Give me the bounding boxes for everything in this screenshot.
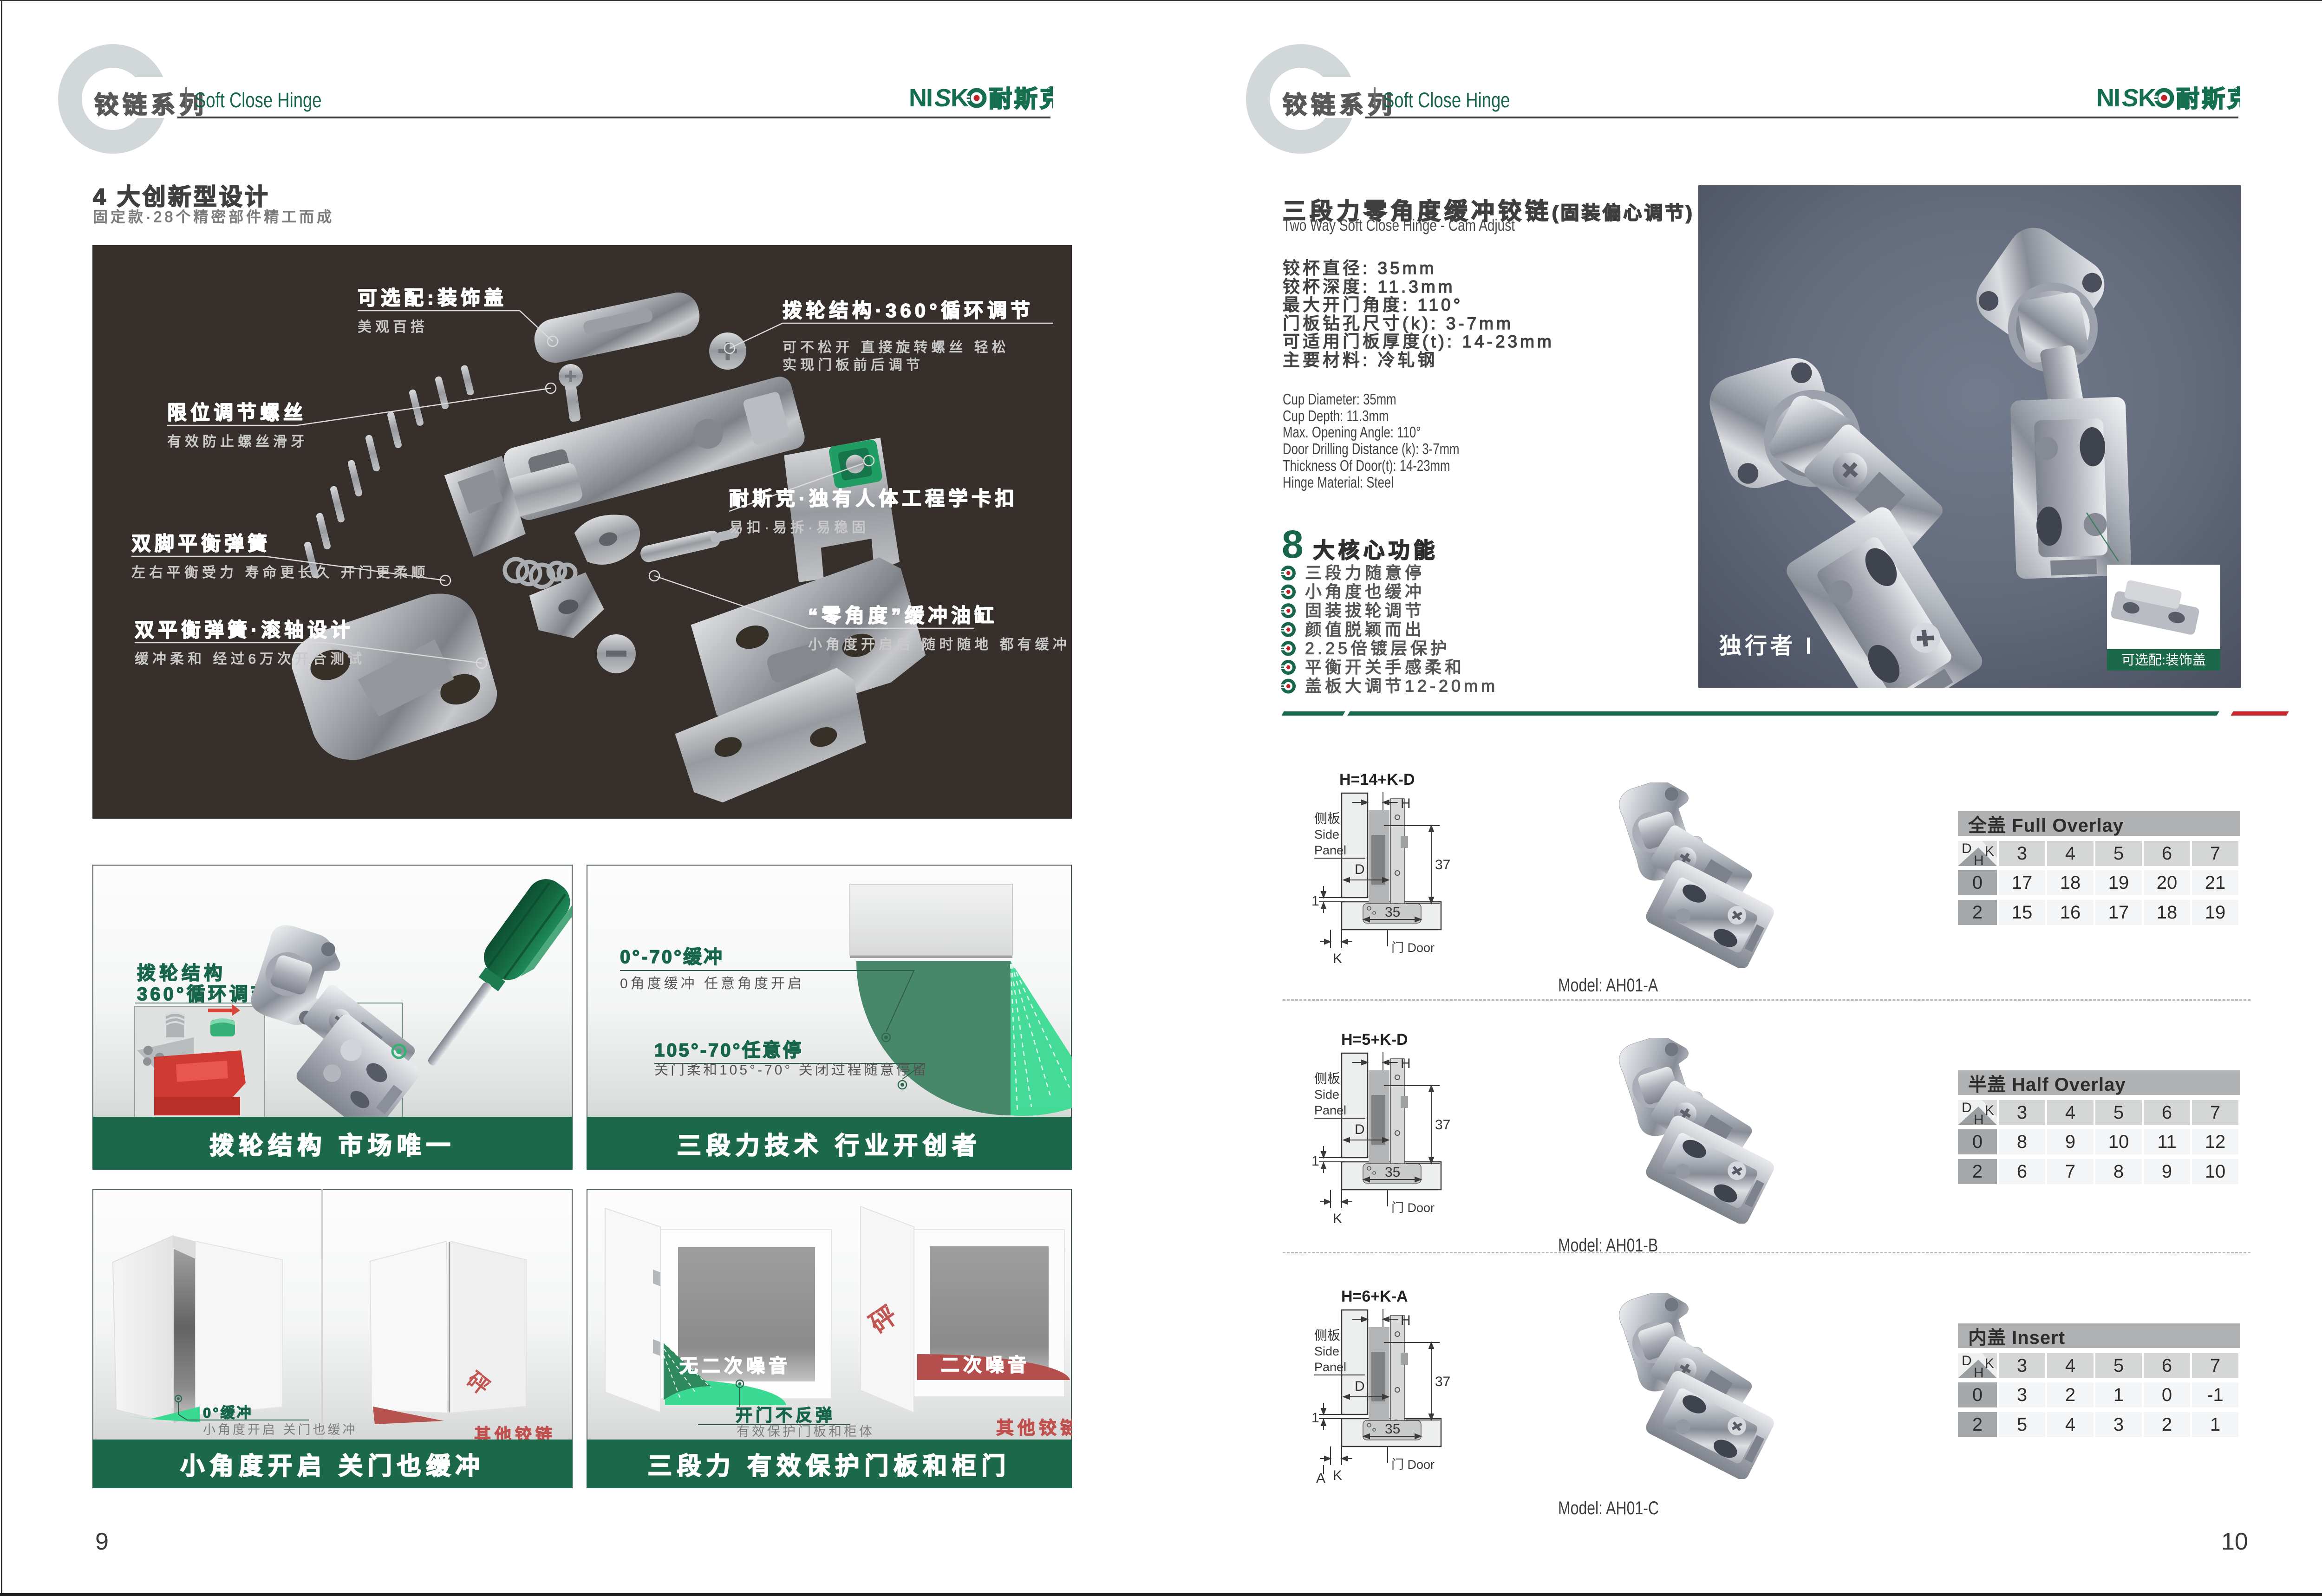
- svg-text:小角度开启 关门也缓冲: 小角度开启 关门也缓冲: [203, 1423, 358, 1437]
- svg-text:K: K: [1985, 1103, 1994, 1118]
- svg-text:H: H: [1974, 1112, 1984, 1125]
- svg-text:H: H: [1974, 853, 1984, 866]
- svg-text:有效防止螺丝滑牙: 有效防止螺丝滑牙: [167, 434, 308, 449]
- svg-text:缓冲柔和 经过6万次开合测试: 缓冲柔和 经过6万次开合测试: [135, 651, 365, 667]
- svg-text:H: H: [1974, 1365, 1984, 1378]
- svg-text:K: K: [1985, 844, 1994, 859]
- svg-text:盖板大调节12-20mm: 盖板大调节12-20mm: [1305, 677, 1498, 696]
- svg-text:三段力随意停: 三段力随意停: [1305, 563, 1425, 582]
- svg-text:小角度开启后 随时随地 都有缓冲: 小角度开启后 随时随地 都有缓冲: [808, 637, 1070, 652]
- svg-text:实现门板前后调节: 实现门板前后调节: [783, 358, 924, 373]
- svg-text:二次噪音: 二次噪音: [941, 1355, 1030, 1375]
- svg-text:NI: NI: [909, 85, 932, 112]
- svg-text:关门柔和105°-70° 关闭过程随意停留: 关门柔和105°-70° 关闭过程随意停留: [654, 1062, 929, 1078]
- svg-text:H=5+K-D: H=5+K-D: [1341, 1031, 1408, 1049]
- svg-text:其他铰链: 其他铰链: [996, 1419, 1072, 1438]
- svg-text:独行者 I: 独行者 I: [1719, 634, 1815, 658]
- svg-text:可选配:装饰盖: 可选配:装饰盖: [2121, 652, 2206, 668]
- svg-text:H=6+K-A: H=6+K-A: [1341, 1288, 1408, 1305]
- svg-text:K: K: [1985, 1356, 1994, 1371]
- svg-text:平衡开关手感柔和: 平衡开关手感柔和: [1305, 658, 1465, 677]
- svg-text:小角度也缓冲: 小角度也缓冲: [1305, 582, 1425, 601]
- svg-text:®: ®: [2234, 86, 2240, 95]
- svg-text:易扣·易拆·易稳固: 易扣·易拆·易稳固: [729, 520, 869, 535]
- svg-text:耐斯克: 耐斯克: [2176, 86, 2240, 112]
- svg-text:D: D: [1962, 1100, 1972, 1115]
- svg-text:左右平衡受力 寿命更长久 开门更柔顺: 左右平衡受力 寿命更长久 开门更柔顺: [131, 565, 429, 580]
- svg-text:无二次噪音: 无二次噪音: [679, 1356, 791, 1376]
- svg-text:K: K: [2138, 85, 2156, 112]
- svg-text:S: S: [2122, 85, 2139, 112]
- svg-text:NI: NI: [2096, 85, 2120, 112]
- svg-text:K: K: [951, 85, 969, 112]
- svg-text:可选配:装饰盖: 可选配:装饰盖: [358, 287, 507, 309]
- svg-text:0°-70°缓冲: 0°-70°缓冲: [620, 947, 724, 967]
- svg-text:美观百搭: 美观百搭: [358, 319, 428, 335]
- svg-text:颜值脱颖而出: 颜值脱颖而出: [1305, 620, 1425, 639]
- svg-text:2.25倍镀层保护: 2.25倍镀层保护: [1305, 638, 1450, 658]
- svg-text:耐斯克·独有人体工程学卡扣: 耐斯克·独有人体工程学卡扣: [729, 488, 1018, 509]
- svg-text:双脚平衡弹簧: 双脚平衡弹簧: [131, 533, 271, 554]
- svg-text:其他铰链: 其他铰链: [474, 1425, 556, 1440]
- svg-text:可不松开 直接旋转螺丝 轻松: 可不松开 直接旋转螺丝 轻松: [783, 340, 1010, 355]
- svg-text:拨轮结构·360°循环调节: 拨轮结构·360°循环调节: [783, 300, 1034, 321]
- svg-text:S: S: [934, 85, 951, 112]
- svg-text:0角度缓冲 任意角度开启: 0角度缓冲 任意角度开启: [620, 976, 804, 991]
- svg-text:A: A: [1316, 1471, 1325, 1486]
- svg-text:®: ®: [1046, 86, 1052, 95]
- svg-text:D: D: [1962, 1353, 1972, 1368]
- svg-text:拨轮结构: 拨轮结构: [137, 963, 226, 984]
- svg-text:限位调节螺丝: 限位调节螺丝: [167, 402, 307, 423]
- svg-text:360°循环调节: 360°循环调节: [137, 984, 272, 1004]
- svg-text:H=14+K-D: H=14+K-D: [1339, 771, 1415, 788]
- svg-text:D: D: [1962, 841, 1972, 856]
- svg-text:双平衡弹簧·滚轴设计: 双平衡弹簧·滚轴设计: [135, 619, 354, 641]
- svg-text:耐斯克: 耐斯克: [989, 86, 1053, 112]
- svg-text:0°缓冲: 0°缓冲: [203, 1405, 253, 1421]
- svg-text:固装拔轮调节: 固装拔轮调节: [1305, 601, 1425, 620]
- svg-text:有效保护门板和柜体: 有效保护门板和柜体: [737, 1424, 874, 1439]
- svg-text:“零角度”缓冲油缸: “零角度”缓冲油缸: [808, 605, 998, 626]
- svg-text:开门不反弹: 开门不反弹: [736, 1406, 835, 1425]
- svg-text:105°-70°任意停: 105°-70°任意停: [654, 1040, 803, 1061]
